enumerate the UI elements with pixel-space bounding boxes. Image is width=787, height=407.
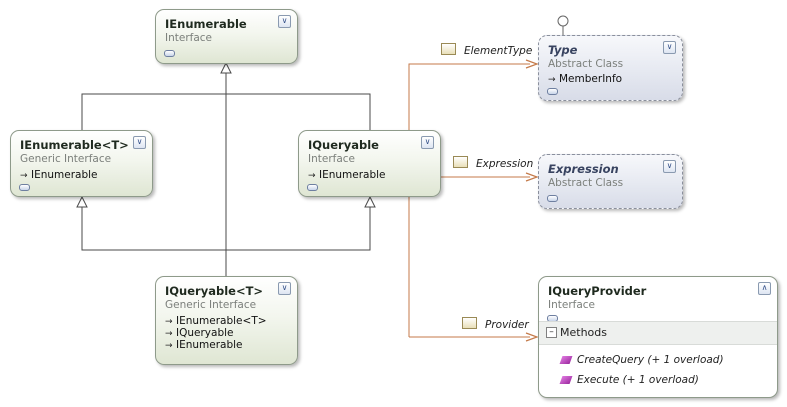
class-shape-expression[interactable]: Expression Abstract Class ∨ <box>538 154 683 209</box>
association-arrowheads <box>525 59 539 342</box>
interface-lollipop-icon <box>557 15 569 35</box>
method-icon <box>559 376 573 384</box>
double-chevron-down-icon[interactable]: ∨ <box>278 282 291 295</box>
association-name: ElementType <box>464 45 533 57</box>
implements-arrow-icon: → <box>165 317 173 327</box>
methods-compartment-header[interactable]: – Methods <box>539 321 777 345</box>
shape-title: IQueryable <box>308 138 379 152</box>
method-label: CreateQuery (+ 1 overload) <box>577 354 724 366</box>
implements-arrow-icon: → <box>165 329 173 339</box>
method-icon <box>559 356 573 364</box>
shape-title: IEnumerable<T> <box>20 138 129 152</box>
compartment-label: Methods <box>560 326 607 339</box>
implements-label: IEnumerable <box>31 169 98 181</box>
implements-row: →IEnumerable <box>308 169 386 181</box>
shape-title: IQueryProvider <box>548 284 647 298</box>
interface-pin-icon <box>19 184 30 191</box>
implements-label: IEnumerable<T> <box>176 315 267 327</box>
method-row[interactable]: CreateQuery (+ 1 overload) <box>559 354 724 366</box>
double-chevron-down-icon[interactable]: ∨ <box>133 136 146 149</box>
inheritance-to-ienumerable <box>81 61 371 276</box>
implements-row: →IEnumerable <box>20 169 98 181</box>
implements-arrow-icon: → <box>165 341 173 351</box>
shape-kind: Generic Interface <box>20 153 112 165</box>
inheritance-from-iqueryable-t <box>76 195 376 251</box>
shape-title: Expression <box>548 162 619 176</box>
class-shape-iqueryable-t[interactable]: IQueryable<T> Generic Interface ∨ →IEnum… <box>155 276 298 365</box>
class-shape-ienumerable-t[interactable]: IEnumerable<T> Generic Interface ∨ →IEnu… <box>10 130 153 197</box>
shape-kind: Abstract Class <box>548 177 624 189</box>
method-row[interactable]: Execute (+ 1 overload) <box>559 374 699 386</box>
property-icon <box>453 156 468 168</box>
implements-arrow-icon: → <box>548 75 556 85</box>
interface-pin-icon <box>547 195 558 202</box>
shape-kind: Interface <box>308 153 356 165</box>
double-chevron-down-icon[interactable]: ∨ <box>663 160 676 173</box>
association-lines <box>408 63 530 338</box>
association-label-elementtype[interactable]: ElementType <box>441 42 532 57</box>
association-name: Provider <box>485 319 529 331</box>
property-icon <box>441 43 456 55</box>
association-label-provider[interactable]: Provider <box>462 316 529 331</box>
double-chevron-down-icon[interactable]: ∨ <box>663 41 676 54</box>
shape-kind: Interface <box>548 299 596 311</box>
implements-row: →IQueryable <box>165 327 233 339</box>
implements-label: IEnumerable <box>176 339 243 351</box>
method-label: Execute (+ 1 overload) <box>577 374 699 386</box>
class-shape-iqueryable[interactable]: IQueryable Interface ∨ →IEnumerable <box>298 130 441 197</box>
implements-label: MemberInfo <box>559 73 623 85</box>
property-icon <box>462 317 477 329</box>
implements-arrow-icon: → <box>308 171 316 181</box>
double-chevron-up-icon[interactable]: ∧ <box>758 282 771 295</box>
implements-row: →MemberInfo <box>548 73 622 85</box>
shape-kind: Interface <box>165 32 213 44</box>
association-name: Expression <box>476 158 534 170</box>
implements-label: IQueryable <box>176 327 234 339</box>
shape-kind: Abstract Class <box>548 58 624 70</box>
collapse-minus-icon[interactable]: – <box>546 327 557 338</box>
association-label-expression[interactable]: Expression <box>453 155 533 170</box>
shape-title: IQueryable<T> <box>165 284 264 298</box>
implements-label: IEnumerable <box>319 169 386 181</box>
class-shape-ienumerable[interactable]: IEnumerable Interface ∨ <box>155 9 298 64</box>
implements-row: →IEnumerable<T> <box>165 315 267 327</box>
implements-arrow-icon: → <box>20 171 28 181</box>
shape-title: IEnumerable <box>165 17 247 31</box>
class-shape-iqueryprovider[interactable]: IQueryProvider Interface ∧ – Methods Cre… <box>538 276 778 398</box>
double-chevron-down-icon[interactable]: ∨ <box>421 136 434 149</box>
shape-kind: Generic Interface <box>165 299 257 311</box>
double-chevron-down-icon[interactable]: ∨ <box>278 15 291 28</box>
interface-pin-icon <box>164 50 175 57</box>
interface-pin-icon <box>307 184 318 191</box>
shape-title: Type <box>548 43 578 57</box>
class-shape-type[interactable]: Type Abstract Class ∨ →MemberInfo <box>538 35 683 101</box>
interface-pin-icon <box>547 88 558 95</box>
implements-row: →IEnumerable <box>165 339 243 351</box>
